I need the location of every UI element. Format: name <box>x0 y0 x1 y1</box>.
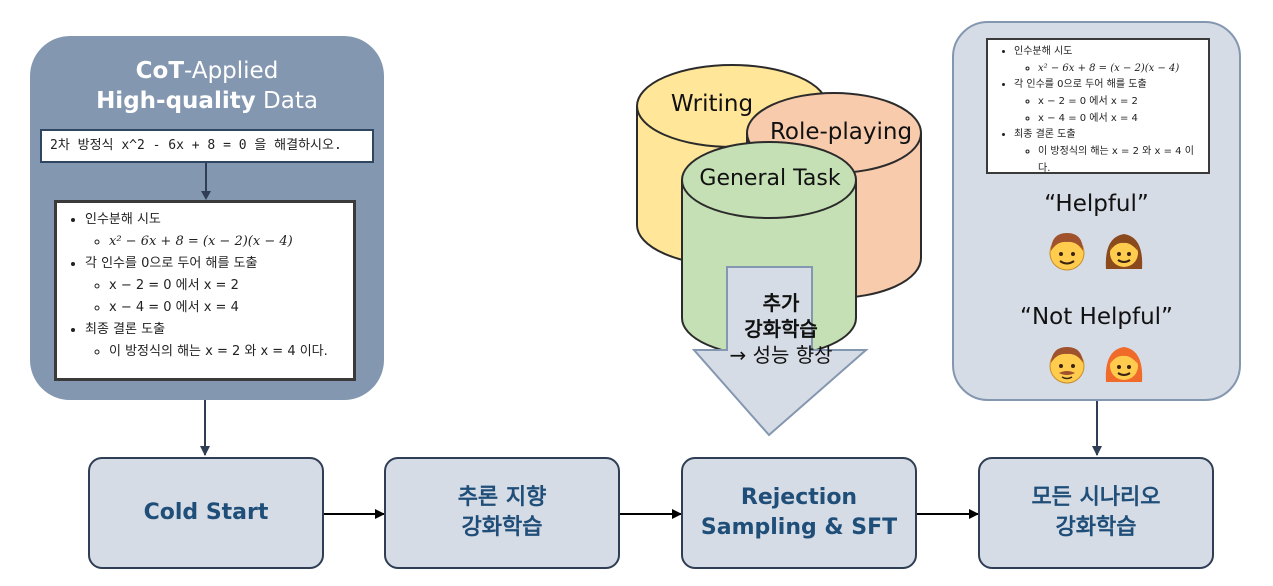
general-task-label: General Task <box>699 166 841 191</box>
role-playing-label: Role-playing <box>769 119 913 145</box>
step-label: 인수분해 시도 <box>85 212 161 227</box>
step-detail: x − 2 = 0 에서 x = 2 <box>109 275 347 297</box>
step-detail: 이 방정식의 해는 x = 2 와 x = 4 이다. <box>1038 143 1204 177</box>
reasoning-rl-box: 추론 지향 강화학습 <box>384 457 620 569</box>
step-detail: x − 4 = 0 에서 x = 4 <box>109 297 347 319</box>
solution-step: 최종 결론 도출 이 방정식의 해는 x = 2 와 x = 4 이다. <box>85 319 347 363</box>
question-to-solution-arrow <box>201 163 211 200</box>
writing-label: Writing <box>670 91 754 117</box>
big-down-arrow <box>691 266 869 437</box>
step-detail: x − 2 = 0 에서 x = 2 <box>1038 93 1204 110</box>
arrow-text-line1: 추가 <box>762 291 800 315</box>
rejection-sampling-box: Rejection Sampling & SFT <box>681 457 917 569</box>
title-data: Data <box>255 88 318 114</box>
man-face-icon <box>1049 347 1085 384</box>
red-hair-woman-face-icon <box>1105 347 1143 382</box>
title-applied: -Applied <box>184 58 279 84</box>
feedback-solution-box: 인수분해 시도 x² − 6x + 8 = (x − 2)(x − 4) 각 인… <box>986 38 1210 174</box>
not-helpful-faces <box>954 342 1239 386</box>
step-label: 인수분해 시도 <box>1014 46 1073 57</box>
step-detail: x² − 6x + 8 = (x − 2)(x − 4) <box>109 231 347 253</box>
solution-list: 인수분해 시도 x² − 6x + 8 = (x − 2)(x − 4) 각 인… <box>994 44 1204 177</box>
rejection-label-line2: Sampling & SFT <box>700 515 898 540</box>
solution-box: 인수분해 시도 x² − 6x + 8 = (x − 2)(x − 4) 각 인… <box>54 200 356 381</box>
not-helpful-label: “Not Helpful” <box>1020 304 1173 330</box>
step-detail: 이 방정식의 해는 x = 2 와 x = 4 이다. <box>109 341 347 363</box>
step-detail: x² − 6x + 8 = (x − 2)(x − 4) <box>1038 60 1204 77</box>
step-label: 각 인수를 0으로 두어 해를 도출 <box>1014 79 1147 90</box>
question-box: 2차 방정식 x^2 - 6x + 8 = 0 을 해결하시오. <box>40 129 374 163</box>
step-label: 각 인수를 0으로 두어 해를 도출 <box>85 256 258 271</box>
girl-face-icon <box>1105 234 1143 269</box>
arrow-text-line2: 강화학습 <box>744 317 818 341</box>
solution-step: 인수분해 시도 x² − 6x + 8 = (x − 2)(x − 4) <box>1014 44 1204 77</box>
all-scenario-label-line2: 강화학습 <box>1055 515 1137 540</box>
cot-data-title: CoT-Applied High-quality Data <box>30 56 384 116</box>
solution-list: 인수분해 시도 x² − 6x + 8 = (x − 2)(x − 4) 각 인… <box>65 209 347 363</box>
additional-rl-label: 추가 강화학습 → 성능 향상 <box>696 290 866 368</box>
reasoning-rl-label-line2: 강화학습 <box>461 515 543 540</box>
title-cot: CoT <box>135 58 185 84</box>
all-scenario-rl-box: 모든 시나리오 강화학습 <box>978 457 1214 569</box>
rejection-label-line1: Rejection <box>740 485 858 510</box>
solution-step: 각 인수를 0으로 두어 해를 도출 x − 2 = 0 에서 x = 2 x … <box>85 253 347 319</box>
cot-data-panel: CoT-Applied High-quality Data 2차 방정식 x^2… <box>30 36 384 400</box>
cold-start-label: Cold Start <box>143 500 269 525</box>
all-scenario-label-line1: 모든 시나리오 <box>1031 485 1161 510</box>
step-label: 최종 결론 도출 <box>85 322 166 337</box>
solution-step: 각 인수를 0으로 두어 해를 도출 x − 2 = 0 에서 x = 2 x … <box>1014 77 1204 127</box>
reasoning-rl-label-line1: 추론 지향 <box>457 485 547 510</box>
solution-step: 인수분해 시도 x² − 6x + 8 = (x − 2)(x − 4) <box>85 209 347 253</box>
helpful-label: “Helpful” <box>1044 191 1149 217</box>
step-label: 최종 결론 도출 <box>1014 129 1076 140</box>
title-high-quality: High-quality <box>96 88 256 114</box>
step-detail: x − 4 = 0 에서 x = 4 <box>1038 110 1204 127</box>
feedback-panel: 인수분해 시도 x² − 6x + 8 = (x − 2)(x − 4) 각 인… <box>952 21 1241 401</box>
cold-start-box: Cold Start <box>88 457 324 569</box>
arrow-text-line3: → 성능 향상 <box>729 343 833 367</box>
helpful-faces <box>954 229 1239 273</box>
boy-face-icon <box>1049 233 1085 271</box>
solution-step: 최종 결론 도출 이 방정식의 해는 x = 2 와 x = 4 이다. <box>1014 127 1204 177</box>
